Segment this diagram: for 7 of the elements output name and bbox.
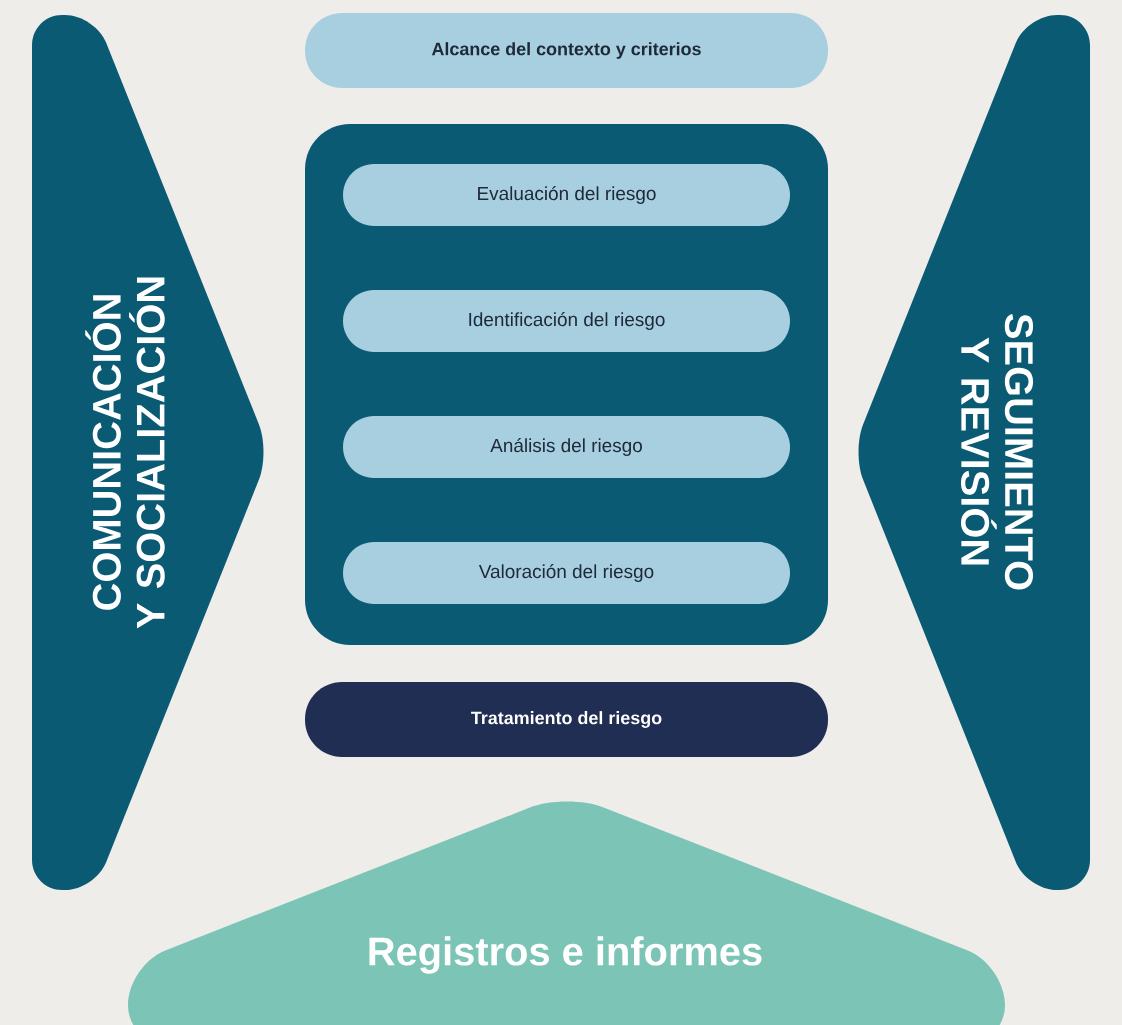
step-pill: Identificación del riesgo bbox=[343, 290, 790, 352]
step-pill: Evaluación del riesgo bbox=[343, 164, 790, 226]
base-pentagon: Registros e informes bbox=[128, 801, 1005, 1025]
step-pill: Valoración del riesgo bbox=[343, 542, 790, 604]
step-pill: Análisis del riesgo bbox=[343, 416, 790, 478]
stage-pill: Alcance del contexto y criterios bbox=[305, 13, 828, 88]
stage-pill: Tratamiento del riesgo bbox=[305, 682, 828, 757]
